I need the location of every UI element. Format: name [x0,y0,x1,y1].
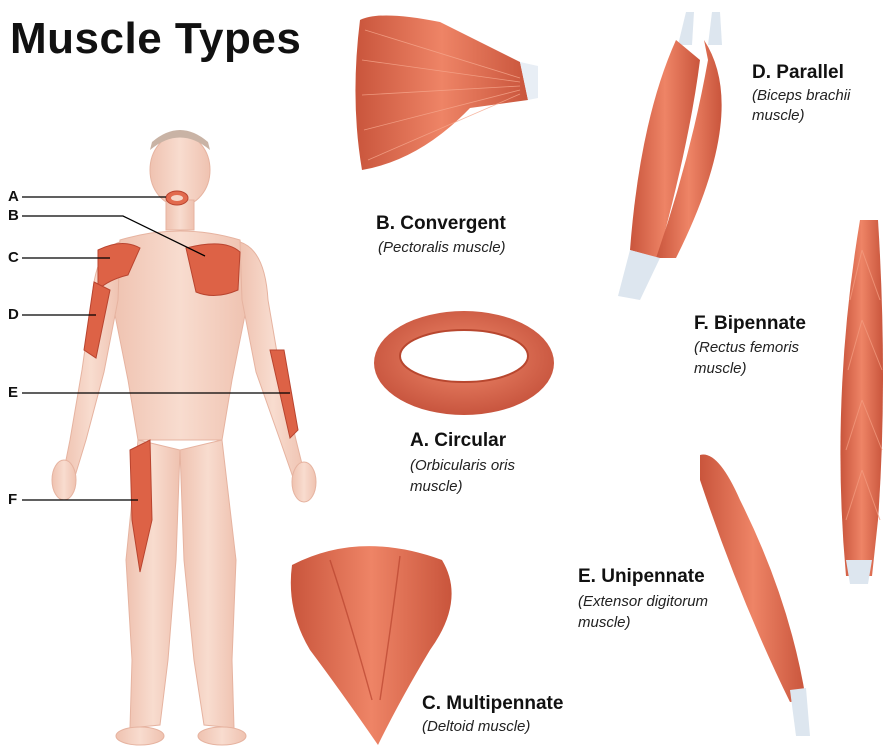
parallel-example-1: (Biceps brachii [752,86,850,106]
leg-right [180,440,236,728]
parallel-label: D. Parallel [752,62,844,84]
convergent-label: B. Convergent [376,213,506,235]
bipennate-label: F. Bipennate [694,313,806,335]
parallel-example-2: muscle) [752,106,805,126]
figure-title: Muscle Types [10,14,301,64]
hand-right [292,462,316,502]
callout-e: E [8,384,18,401]
parallel-muscle-image [618,12,722,300]
bipennate-muscle-image [840,220,883,584]
multipennate-example: (Deltoid muscle) [422,717,530,737]
foot-left [116,727,164,745]
unipennate-muscle-image [700,455,810,736]
foot-right [198,727,246,745]
callout-d: D [8,306,19,323]
multipennate-muscle-image [291,546,452,745]
circular-muscle-image [374,311,554,415]
unipennate-label: E. Unipennate [578,566,705,588]
hand-left [52,460,76,500]
human-body [52,130,316,745]
callout-c: C [8,249,19,266]
callout-f: F [8,491,17,508]
unipennate-example-1: (Extensor digitorum [578,592,708,612]
convergent-example: (Pectoralis muscle) [378,238,506,258]
circular-example-2: muscle) [410,477,463,497]
multipennate-label: C. Multipennate [422,693,563,715]
convergent-muscle-image [355,15,538,170]
callout-a: A [8,188,19,205]
circular-example-1: (Orbicularis oris [410,456,515,476]
callout-b: B [8,207,19,224]
circular-label: A. Circular [410,430,506,452]
bipennate-example-2: muscle) [694,359,747,379]
unipennate-example-2: muscle) [578,613,631,633]
bipennate-example-1: (Rectus femoris [694,338,799,358]
